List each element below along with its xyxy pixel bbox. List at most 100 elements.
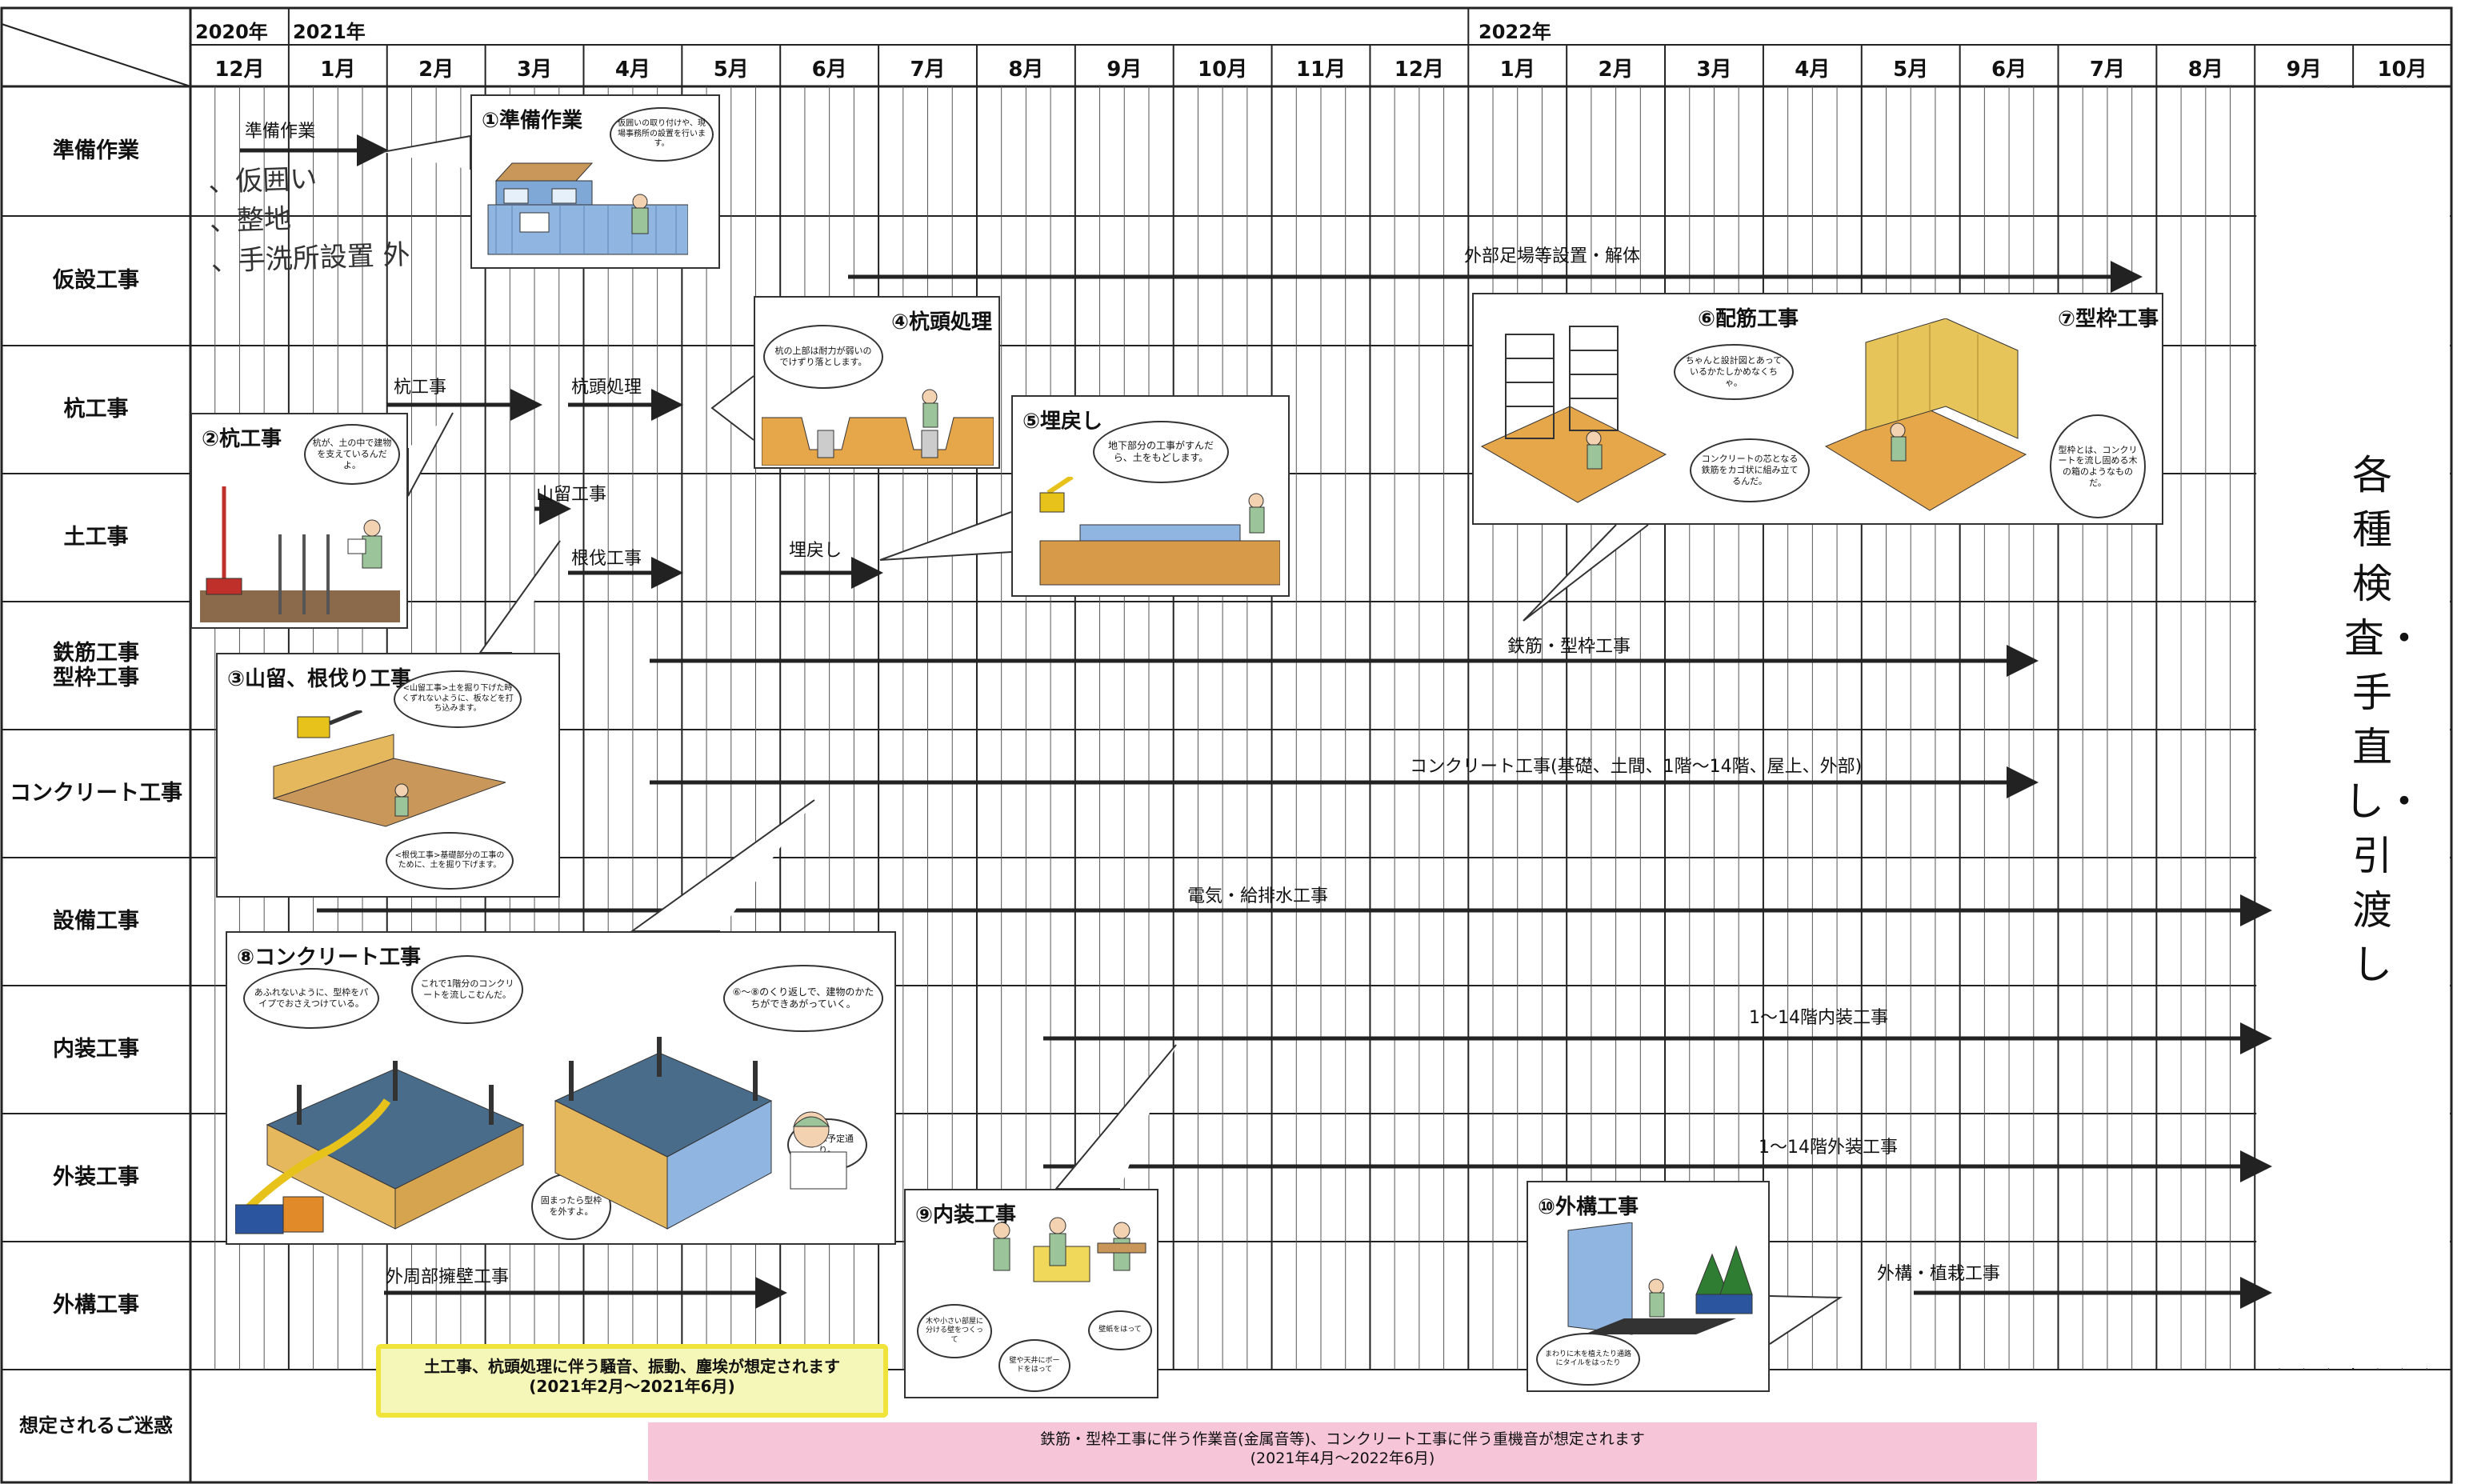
year-2020-label: 2020年 — [195, 21, 268, 43]
month-label: 12月 — [1394, 58, 1444, 82]
month-label: 10月 — [1198, 58, 1248, 82]
speech-bubble: 壁紙をはって — [1088, 1310, 1152, 1350]
row-label: 仮設工事 — [53, 268, 139, 294]
handwritten-notes: 、仮囲い 、整地 、手洗所設置 外 — [207, 157, 410, 282]
speech-bubble: 型枠とは、コンクリートを流し固める木の箱のようなものだ。 — [2050, 414, 2146, 518]
bar-label-prep: 準備作業 — [245, 122, 316, 142]
row-label: 内装工事 — [53, 1037, 139, 1062]
bar-label-excavation: 根伐工事 — [571, 549, 642, 569]
speech-bubble: ⑥～⑧のくり返しで、建物のかたちができあがっていく。 — [723, 965, 883, 1032]
backfill-illustration — [1039, 477, 1280, 586]
rebar-illustration — [1480, 326, 1667, 503]
month-label: 12月 — [214, 58, 265, 82]
notice-noise-structure: 鉄筋・型枠工事に伴う作業音(金属音等)、コンクリート工事に伴う重機音が想定されま… — [648, 1422, 2037, 1482]
bar-label-scaffold: 外部足場等設置・解体 — [1464, 246, 1641, 266]
inspection-handover-label: 各種検査・手直し・引渡し — [2344, 448, 2424, 992]
month-label: 5月 — [713, 58, 749, 82]
row-label: 準備作業 — [53, 138, 139, 164]
month-label: 1月 — [320, 58, 356, 82]
speech-bubble: 壁や天井にボードをはって — [998, 1339, 1070, 1392]
month-label: 4月 — [1795, 58, 1831, 82]
speech-bubble: ちゃんと設計図とあっているかたしかめなくちゃ。 — [1674, 344, 1794, 400]
month-label: 10月 — [2377, 58, 2427, 82]
month-label: 3月 — [516, 58, 553, 82]
month-label: 8月 — [1008, 58, 1044, 82]
notice-period: (2021年2月～2021年6月) — [529, 1377, 735, 1396]
card-interior-work: ⑨内装工事 木や小さい部屋に分ける壁をつくって 壁や天井にボードをはって 壁紙を… — [904, 1189, 1158, 1398]
card-rebar-formwork: ⑥配筋工事 ⑦型枠工事 ちゃんと設計図とあっているかたしかめなくちゃ。 コンクリ… — [1472, 293, 2163, 525]
card-pile-head-treatment: ④杭頭処理 杭の上部は耐力が弱いのでけずり落とします。 — [754, 296, 1000, 469]
month-label: 3月 — [1696, 58, 1732, 82]
bar-label-pilehead: 杭頭処理 — [571, 378, 642, 398]
year-2022-label: 2022年 — [1479, 21, 1551, 43]
row-label: 杭工事 — [63, 397, 129, 422]
month-label: 4月 — [614, 58, 650, 82]
bar-label-interior: 1～14階内装工事 — [1749, 1008, 1888, 1028]
pointer-landscape — [1769, 1295, 1843, 1345]
bar-label-mep: 電気・給排水工事 — [1187, 886, 1329, 906]
card-retaining-excavation: ③山留、根伐り工事 <山留工事>土を掘り下げた時くずれないように、板などを打ち込… — [216, 653, 560, 898]
speech-bubble: 地下部分の工事がすんだら、土をもどします。 — [1093, 421, 1229, 483]
pointer-pile — [407, 412, 454, 497]
notice-text: 土工事、杭頭処理に伴う騒音、振動、塵埃が想定されます — [424, 1357, 840, 1376]
card-exterior-structures: ⑩外構工事 まわりに木を植えたり通路にタイルをはったり — [1527, 1181, 1770, 1392]
month-label: 2月 — [418, 58, 454, 82]
building-frame-illustration — [554, 1037, 773, 1230]
month-label: 6月 — [811, 58, 847, 82]
speech-bubble: 木や小さい部屋に分ける壁をつくって — [917, 1304, 992, 1358]
card-preparation: ①準備作業 仮囲いの取り付けや、現場事務所の設置を行います。 — [470, 94, 720, 269]
speech-bubble: 杭の上部は耐力が弱いのでけずり落とします。 — [763, 325, 883, 389]
interior-workers-illustration — [993, 1217, 1146, 1282]
bar-label-retaining: 山留工事 — [536, 485, 607, 505]
notice-noise-earthwork: 土工事、杭頭処理に伴う騒音、振動、塵埃が想定されます (2021年2月～2021… — [376, 1344, 888, 1418]
month-label: 1月 — [1499, 58, 1535, 82]
card-title: ⑧コンクリート工事 — [237, 946, 422, 970]
speech-bubble: これで1階分のコンクリートを流しこむんだ。 — [411, 955, 523, 1024]
row-label: 鉄筋工事 型枠工事 — [53, 640, 139, 690]
card-title-formwork: ⑦型枠工事 — [2058, 307, 2159, 331]
card-title-rebar: ⑥配筋工事 — [1698, 307, 1799, 331]
landscaping-illustration — [1567, 1222, 1753, 1335]
month-label: 7月 — [910, 58, 946, 82]
handwritten-note-2: 、整地 — [209, 203, 292, 238]
speech-bubble: 杭が、土の中で建物を支えているんだよ。 — [304, 424, 400, 485]
card-title: ⑤埋戻し — [1022, 410, 1103, 434]
month-label: 6月 — [1991, 58, 2027, 82]
concrete-pour-illustration — [235, 1061, 525, 1234]
bar-label-rebar: 鉄筋・型枠工事 — [1507, 637, 1631, 657]
speech-bubble: <根伐工事>基礎部分の工事のために、土を掘り下げます。 — [386, 832, 514, 890]
card-concrete-work: ⑧コンクリート工事 あふれないように、型枠をパイプでおさえつけている。 これで1… — [226, 931, 896, 1245]
card-title: ①準備作業 — [482, 109, 583, 133]
handover-area — [2256, 88, 2450, 1368]
header-diagonal — [1, 23, 191, 87]
speech-bubble: まわりに木を植えたり通路にタイルをはったり — [1536, 1333, 1640, 1386]
bar-label-pile: 杭工事 — [394, 378, 447, 398]
card-title: ④杭頭処理 — [891, 310, 993, 334]
row-label: 外装工事 — [53, 1165, 139, 1190]
month-label: 2月 — [1598, 58, 1634, 82]
bar-label-concrete: コンクリート工事(基礎、土間、1階～14階、屋上、外部) — [1410, 757, 1863, 777]
speech-bubble: コンクリートの芯となる鉄筋をカゴ状に組み立てるんだ。 — [1690, 438, 1810, 502]
card-title: ③山留、根伐り工事 — [227, 667, 412, 691]
row-label: 設備工事 — [53, 909, 139, 934]
pile-head-illustration — [762, 389, 994, 466]
row-label: 想定されるご迷惑 — [19, 1414, 173, 1437]
speech-bubble: 仮囲いの取り付けや、現場事務所の設置を行います。 — [610, 107, 714, 162]
year-2021-label: 2021年 — [293, 21, 366, 43]
month-label: 9月 — [1106, 58, 1142, 82]
pointer-rebar — [1523, 524, 1649, 622]
bar-label-backfill: 埋戻し — [789, 541, 842, 561]
speech-bubble: <山留工事>土を掘り下げた時くずれないように、板などを打ち込みます。 — [394, 670, 522, 728]
row-label: コンクリート工事 — [10, 781, 182, 806]
month-label: 8月 — [2187, 58, 2223, 82]
excavation-illustration — [272, 710, 506, 827]
card-title: ⑩外構工事 — [1538, 1195, 1639, 1219]
pointer-excavation — [478, 540, 561, 654]
bar-label-exterior: 1～14階外装工事 — [1759, 1138, 1898, 1158]
month-label: 11月 — [1295, 58, 1347, 82]
month-label: 5月 — [1893, 58, 1929, 82]
row-label: 土工事 — [63, 525, 129, 550]
notice-period: (2021年4月～2022年6月) — [1250, 1449, 1435, 1467]
speech-bubble: あふれないように、型枠をパイプでおさえつけている。 — [243, 968, 379, 1029]
